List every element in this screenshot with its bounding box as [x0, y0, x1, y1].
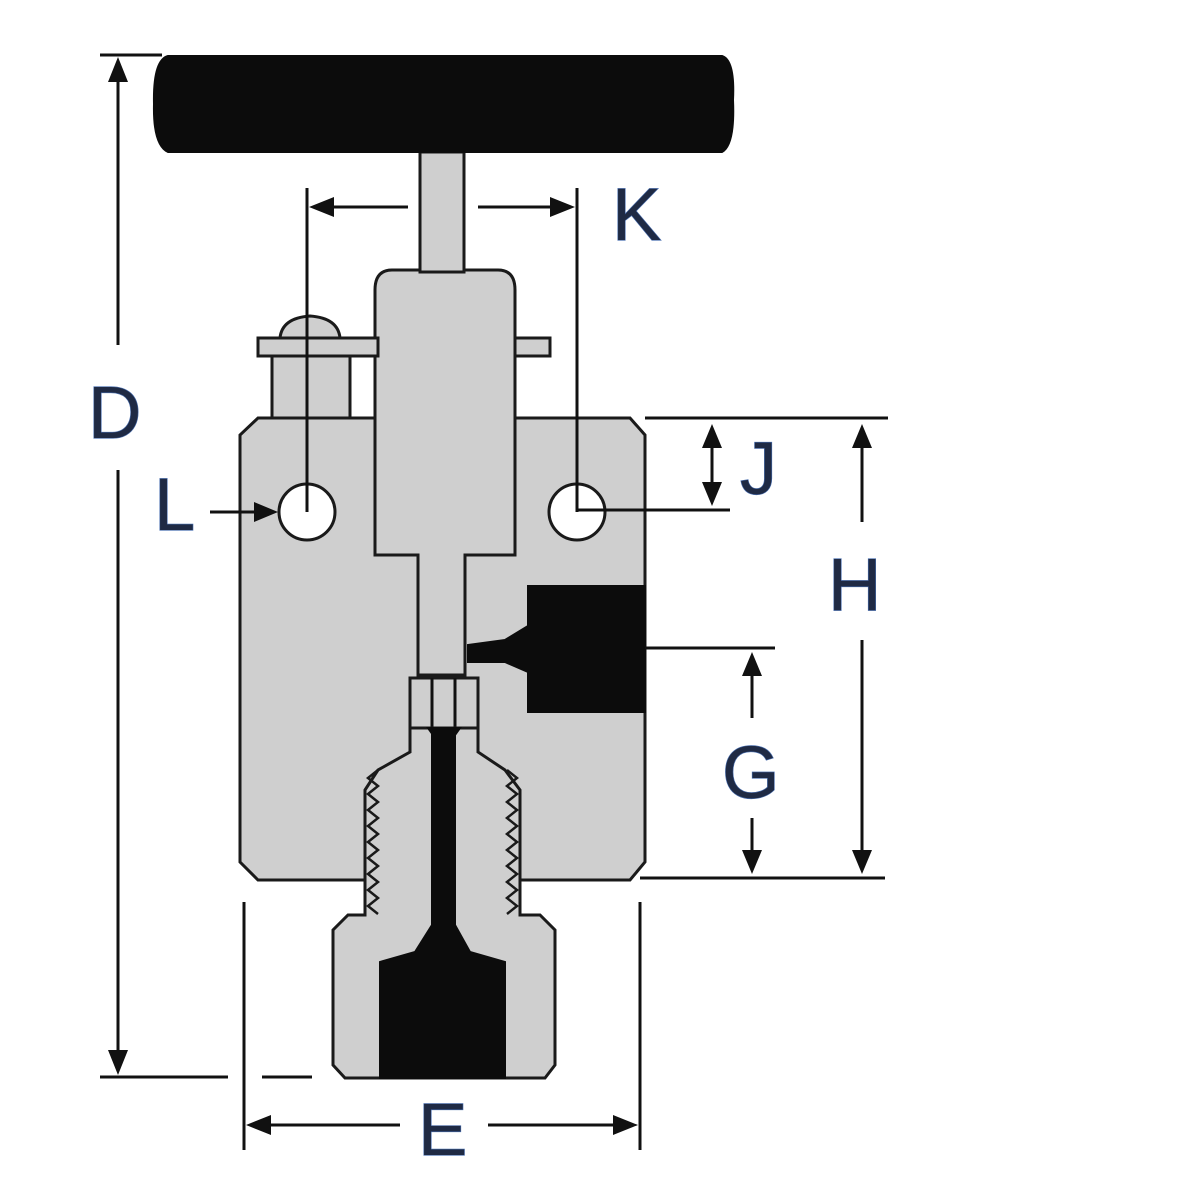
bonnet	[373, 268, 517, 677]
lock-plate	[256, 336, 380, 358]
dimension-label-g: G	[722, 731, 780, 814]
dimension-d	[100, 53, 312, 1079]
dimension-label-j: J	[740, 427, 777, 510]
dimension-g	[645, 646, 775, 874]
lock-pin	[270, 354, 352, 420]
thread-left	[365, 769, 381, 915]
thread-right	[504, 769, 520, 915]
packing-nut	[408, 676, 480, 730]
dimension-label-d: D	[88, 371, 141, 454]
lock-pin-head	[278, 314, 342, 340]
valve-stem	[418, 150, 466, 274]
dimension-label-k: K	[612, 173, 661, 256]
dimension-j	[577, 416, 888, 512]
dimension-label-e: E	[418, 1088, 467, 1171]
dimension-l	[210, 502, 278, 522]
handle	[152, 55, 735, 153]
dimension-label-h: H	[828, 543, 881, 626]
needle-tip	[426, 727, 462, 743]
dimension-label-l: L	[154, 463, 195, 546]
dimension-h	[640, 424, 885, 880]
bottom-passage	[379, 727, 506, 1079]
dimension-e	[242, 902, 642, 1150]
dimension-k	[305, 188, 579, 512]
side-port	[467, 585, 646, 713]
lock-plate-right	[513, 336, 552, 358]
